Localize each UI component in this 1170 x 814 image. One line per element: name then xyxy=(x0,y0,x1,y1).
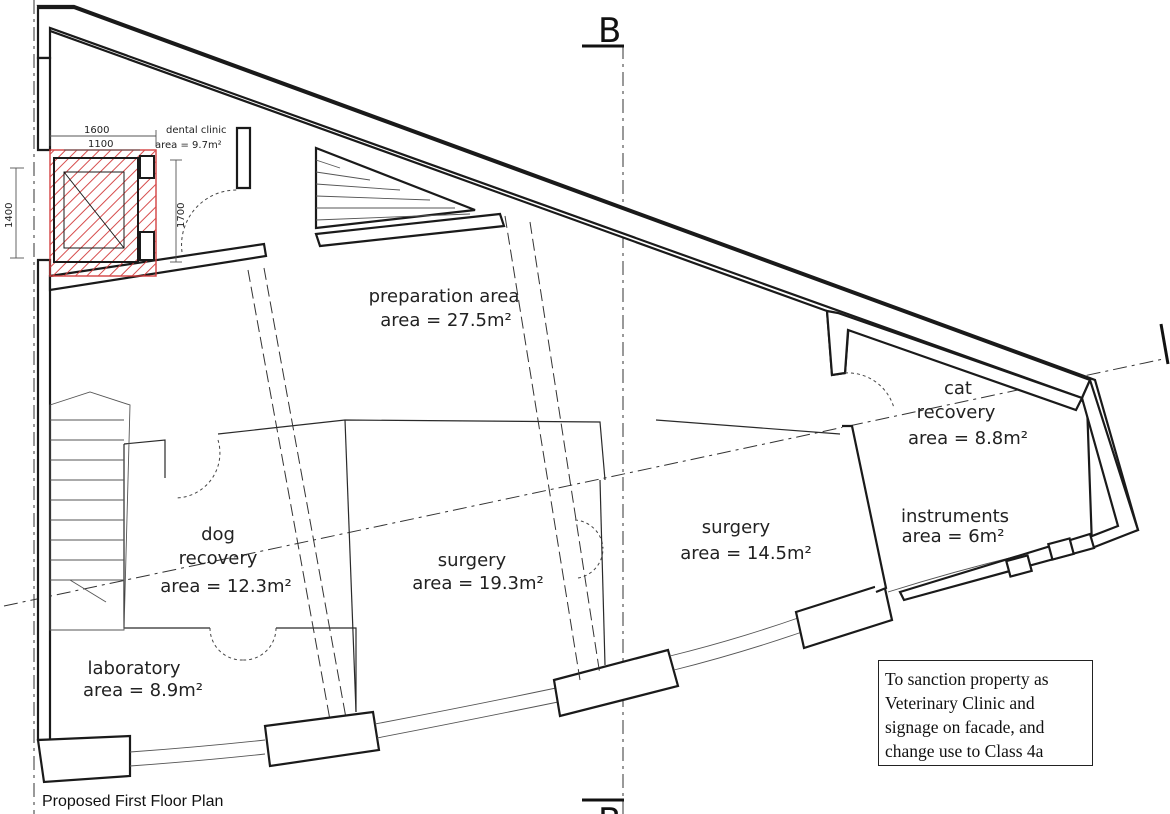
wall-cat-north xyxy=(825,309,1084,412)
wall-cat-west xyxy=(842,424,888,594)
dental-diag xyxy=(63,171,125,249)
wall-stair-landing xyxy=(314,212,506,248)
door-cat xyxy=(844,372,895,409)
wall-dog-inner xyxy=(123,444,210,629)
door-dog xyxy=(174,439,221,499)
room-instruments-area: area = 6m² xyxy=(902,526,1005,547)
dim-height-left: 1400 xyxy=(4,203,15,228)
planning-note: To sanction property as Veterinary Clini… xyxy=(878,660,1093,766)
facade-window-2 xyxy=(374,687,559,739)
room-instruments-name: instruments xyxy=(901,506,1009,527)
room-cat-name-2: recovery xyxy=(917,402,996,423)
room-preparation-area: area = 27.5m² xyxy=(380,310,512,331)
dental-clinic-chair-inner xyxy=(63,171,125,249)
room-cat-area: area = 8.8m² xyxy=(908,428,1028,449)
wall-left xyxy=(36,56,52,152)
note-line-3: signage on facade, and xyxy=(885,717,1045,737)
facade-window-3 xyxy=(669,617,803,671)
room-surgery-small-name: surgery xyxy=(702,517,771,538)
door-surgery-top xyxy=(574,519,604,549)
wall-pier-1 xyxy=(263,710,381,768)
section-marker-right-bar xyxy=(1159,323,1170,365)
room-dog-area: area = 12.3m² xyxy=(160,576,292,597)
dental-clinic-chair xyxy=(53,157,139,263)
dimension-lines xyxy=(10,130,182,263)
dim-width-outer: 1600 xyxy=(84,125,109,136)
section-marker-bottom: B xyxy=(598,801,621,814)
door-surgery-bottom xyxy=(577,547,604,579)
note-line-2: Veterinary Clinic and xyxy=(885,693,1035,713)
room-dog-name-1: dog xyxy=(201,524,235,545)
section-marker-top: B xyxy=(598,11,621,51)
wall-pier-2 xyxy=(552,648,680,718)
wall-segment-instruments xyxy=(898,532,1096,602)
vent-1 xyxy=(1004,554,1034,578)
room-preparation-name: preparation area xyxy=(369,286,520,307)
room-laboratory-area: area = 8.9m² xyxy=(83,680,203,701)
wall-small-surgery-north xyxy=(655,419,841,435)
wall-top-diagonal xyxy=(36,4,1140,548)
section-line-diagonal xyxy=(3,357,1169,607)
door-lab-right xyxy=(242,627,277,661)
dental-clinic-area: area = 9.7m² xyxy=(155,140,222,151)
dental-clinic-label: dental clinic xyxy=(166,125,227,136)
facade-window-1 xyxy=(129,739,266,767)
wall-top-band xyxy=(36,6,1092,400)
room-laboratory-name: laboratory xyxy=(87,658,180,679)
stair-treads xyxy=(315,159,471,221)
wall-dog-north-2 xyxy=(217,419,606,481)
door-dental xyxy=(181,189,238,253)
wall-surgery-east xyxy=(599,479,606,666)
wall-left-lower xyxy=(36,258,52,742)
door-lab-left xyxy=(209,627,244,661)
room-surgery-main-name: surgery xyxy=(438,550,507,571)
wall-facade xyxy=(36,734,132,784)
wall-surgery-west xyxy=(344,419,357,713)
wall-dog-north xyxy=(123,439,166,478)
wall-dental-vertical xyxy=(235,126,252,190)
wall-pier-3 xyxy=(794,582,894,650)
note-line-1: To sanction property as xyxy=(885,669,1049,689)
dim-height-right: 1700 xyxy=(176,203,187,228)
note-line-4: change use to Class 4a xyxy=(885,741,1044,761)
vent-2 xyxy=(1046,537,1076,561)
room-dog-name-2: recovery xyxy=(179,548,258,569)
room-surgery-small-area: area = 14.5m² xyxy=(680,543,812,564)
dental-post-top xyxy=(139,155,155,179)
beam-lines xyxy=(247,215,601,721)
dim-width-inner: 1100 xyxy=(88,139,113,150)
left-stair-treads xyxy=(50,419,124,603)
wall-dog-inner-2 xyxy=(276,627,357,712)
room-cat-name-1: cat xyxy=(944,378,972,399)
dental-post-bottom xyxy=(139,231,155,261)
left-stair xyxy=(49,391,131,631)
wall-dental-south xyxy=(48,242,268,292)
plan-title: Proposed First Floor Plan xyxy=(42,793,223,810)
room-surgery-main-area: area = 19.3m² xyxy=(412,573,544,594)
